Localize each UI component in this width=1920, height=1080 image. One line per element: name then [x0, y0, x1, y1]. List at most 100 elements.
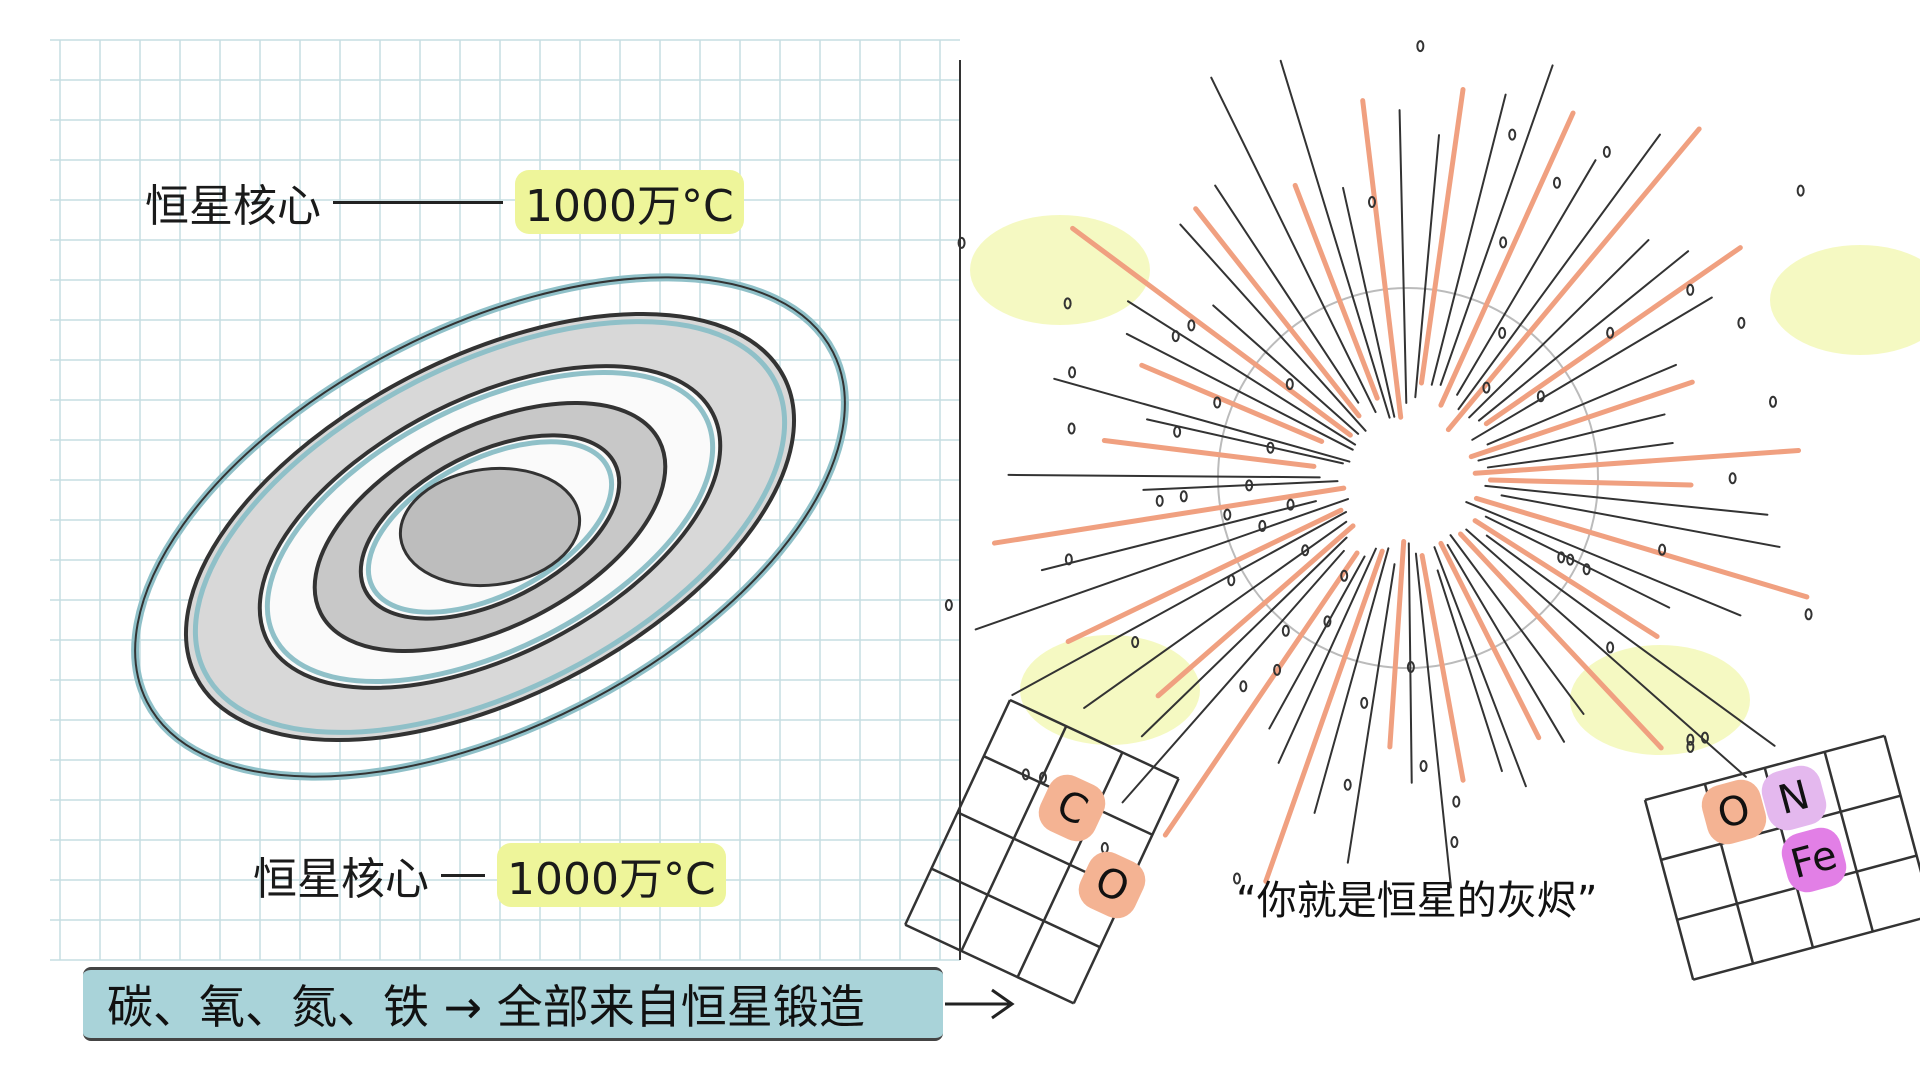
bottom-core-temperature: 1000万°C [497, 843, 726, 907]
debris-particle [1281, 624, 1290, 637]
explosion-ray [1070, 225, 1353, 438]
explosion-ray [1126, 300, 1357, 446]
debris-particle [957, 236, 966, 249]
explosion-ray [1210, 76, 1377, 414]
banner-arrow-icon [945, 988, 1015, 1020]
explosion-ray [1433, 546, 1527, 788]
explosion-ray [1418, 86, 1466, 386]
debris-particle [1450, 836, 1459, 849]
explosion-ray [1007, 473, 1321, 479]
explosion-ray [1263, 548, 1385, 884]
explosion-ray [1125, 332, 1354, 451]
explosion-ray [1387, 538, 1407, 750]
debris-particle [1566, 553, 1575, 566]
explosion-ray [1449, 534, 1585, 715]
debris-particle [1686, 733, 1695, 746]
debris-particle [1769, 395, 1778, 408]
debris-particle [1227, 574, 1236, 587]
explosion-ray [1121, 549, 1345, 804]
explosion-ray [1438, 540, 1542, 741]
explosion-ray [1472, 447, 1802, 476]
ashes-quote: “你就是恒星的灰烬” [1236, 878, 1598, 924]
debris-particle [1155, 494, 1164, 507]
debris-particle [1804, 608, 1813, 621]
explosion-ray [1279, 59, 1391, 419]
explosion-ray [1438, 110, 1576, 408]
debris-particle [1171, 330, 1180, 343]
leader-line [333, 200, 503, 204]
explosion-ray [1500, 494, 1781, 548]
explosion-ray [1346, 563, 1396, 864]
bottom-core-label: 恒星核心 1000万°C [253, 843, 726, 907]
debris-particle [944, 599, 953, 612]
explosion-ray [1471, 296, 1713, 441]
debris-particle [1223, 508, 1232, 521]
debris-particle [1063, 297, 1072, 310]
explosion-ray [1277, 547, 1377, 764]
debris-particle [1232, 872, 1241, 885]
explosion-ray [1465, 528, 1747, 778]
explosion-ray [1193, 206, 1362, 419]
explosion-ray [1155, 523, 1356, 699]
debris-particle [1406, 660, 1415, 673]
debris-particle [1266, 441, 1275, 454]
debris-particle [1700, 731, 1709, 744]
explosion-ray [1342, 186, 1396, 418]
explosion-ray [1468, 239, 1650, 419]
explosion-ray [1457, 133, 1661, 411]
debris-particle [1273, 663, 1282, 676]
explosion-ray [1139, 362, 1325, 444]
explosion-ray [1414, 134, 1441, 399]
leader-line [441, 873, 485, 877]
explosion-ray [1101, 438, 1317, 469]
debris-particle [1340, 569, 1349, 582]
explosion-ray [1439, 64, 1554, 386]
debris-particle [1416, 40, 1425, 53]
explosion-ray [1487, 477, 1694, 488]
explosion-ray [1313, 547, 1390, 814]
explosion-ray [1146, 418, 1344, 465]
explosion-ray [1486, 441, 1674, 469]
explosion-ray [1140, 536, 1348, 738]
explosion-ray [1446, 543, 1566, 743]
debris-particle [1213, 396, 1222, 409]
explosion-ray [1486, 363, 1677, 446]
debris-particle [1536, 390, 1545, 403]
explosion-ray [974, 498, 1349, 631]
debris-particle [1498, 326, 1507, 339]
debris-particle [1602, 145, 1611, 158]
debris-particle [1064, 553, 1073, 566]
explosion-ray [1485, 534, 1776, 747]
elements-banner: 碳、氧、氮、铁 → 全部来自恒星锻造 [83, 967, 943, 1041]
explosion-ray [1465, 501, 1742, 617]
explosion-ray [1456, 159, 1597, 396]
explosion-ray [1414, 552, 1452, 889]
debris-particle [1179, 490, 1188, 503]
explosion-ray [1214, 184, 1360, 404]
debris-particle [1508, 128, 1517, 141]
debris-particle [1173, 425, 1182, 438]
explosion-ray [1398, 109, 1408, 404]
explosion-ray [1430, 93, 1507, 386]
banner-text: 碳、氧、氮、铁 → 全部来自恒星锻造 [107, 980, 865, 1034]
explosion-ray [1477, 250, 1690, 422]
explosion-ray [1484, 515, 1671, 609]
debris-particle [1552, 176, 1561, 189]
debris-particle [1499, 236, 1508, 249]
explosion-ray [1360, 98, 1404, 420]
explosion-ray [1445, 126, 1702, 433]
explosion-ray [1292, 182, 1380, 401]
debris-particle [1606, 641, 1615, 654]
periodic-table-fragments [904, 698, 1920, 1005]
explosion-ray [1011, 510, 1348, 697]
debris-particle [1658, 543, 1667, 556]
explosion-ray [1436, 569, 1503, 773]
debris-particle [1482, 381, 1491, 394]
explosion-ray [1212, 304, 1360, 435]
dust-glow [970, 215, 1150, 325]
dust-glow [1770, 245, 1920, 355]
bottom-core-text: 恒星核心 [253, 854, 429, 905]
top-core-temperature: 1000万°C [515, 170, 744, 234]
